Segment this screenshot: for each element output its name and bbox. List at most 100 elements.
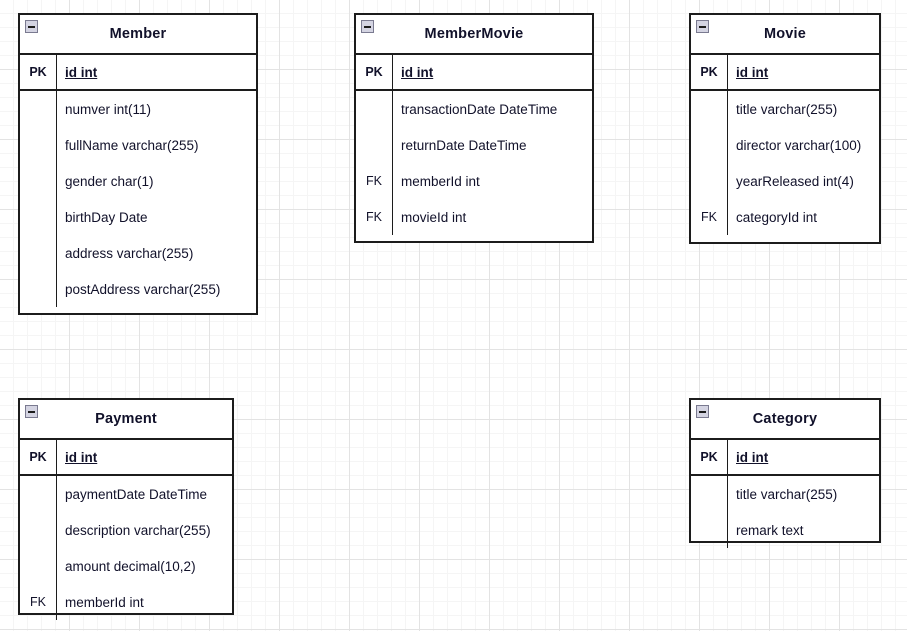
attribute-row[interactable]: FK categoryId int [691, 199, 879, 235]
attribute-row[interactable]: amount decimal(10,2) [20, 548, 232, 584]
attribute-list: paymentDate DateTime description varchar(… [20, 476, 232, 620]
attribute-row[interactable]: numver int(11) [20, 91, 256, 127]
key-label-empty [691, 512, 727, 548]
entity-title-category: Category [752, 411, 818, 427]
attribute-name: title varchar(255) [736, 486, 838, 502]
attribute-name: fullName varchar(255) [65, 137, 199, 153]
column-divider [727, 55, 728, 89]
entity-header-membermovie: MemberMovie [356, 15, 592, 55]
attribute-row[interactable]: yearReleased int(4) [691, 163, 879, 199]
attribute-row[interactable]: address varchar(255) [20, 235, 256, 271]
primary-key-row[interactable]: PK id int [20, 55, 256, 91]
minus-glyph [699, 25, 706, 28]
column-divider [392, 163, 393, 199]
attribute-list: transactionDate DateTime returnDate DateT… [356, 91, 592, 235]
entity-header-movie: Movie [691, 15, 879, 55]
key-label-empty [691, 127, 727, 163]
attribute-row[interactable]: gender char(1) [20, 163, 256, 199]
key-label-pk: PK [700, 450, 718, 464]
key-label-fk: FK [366, 210, 382, 224]
key-label-empty [20, 548, 56, 584]
key-label-pk: PK [365, 65, 383, 79]
entity-header-member: Member [20, 15, 256, 55]
attribute-name: paymentDate DateTime [65, 486, 208, 502]
attribute-row[interactable]: returnDate DateTime [356, 127, 592, 163]
primary-key-row[interactable]: PK id int [356, 55, 592, 91]
attribute-name: address varchar(255) [65, 245, 194, 261]
entity-header-payment: Payment [20, 400, 232, 440]
attribute-name: id int [65, 64, 98, 80]
column-divider [56, 271, 57, 307]
column-divider [56, 199, 57, 235]
attribute-row[interactable]: title varchar(255) [691, 476, 879, 512]
minus-glyph [28, 25, 35, 28]
minus-glyph [364, 25, 371, 28]
attribute-name: birthDay Date [65, 209, 148, 225]
collapse-minus-icon[interactable] [696, 20, 709, 33]
entity-title-membermovie: MemberMovie [424, 26, 524, 42]
column-divider [56, 55, 57, 89]
column-divider [392, 127, 393, 163]
key-label-empty [691, 476, 727, 512]
key-label-fk: FK [701, 210, 717, 224]
column-divider [56, 476, 57, 512]
column-divider [56, 584, 57, 620]
attribute-name: id int [65, 449, 98, 465]
attribute-row[interactable]: FK movieId int [356, 199, 592, 235]
key-label-empty [356, 127, 392, 163]
attribute-name: remark text [736, 522, 804, 538]
column-divider [392, 91, 393, 127]
column-divider [727, 91, 728, 127]
attribute-list: title varchar(255) director varchar(100) y… [691, 91, 879, 235]
attribute-row[interactable]: paymentDate DateTime [20, 476, 232, 512]
entity-header-category: Category [691, 400, 879, 440]
attribute-row[interactable]: birthDay Date [20, 199, 256, 235]
attribute-row[interactable]: title varchar(255) [691, 91, 879, 127]
collapse-minus-icon[interactable] [696, 405, 709, 418]
column-divider [727, 127, 728, 163]
column-divider [56, 440, 57, 474]
column-divider [56, 548, 57, 584]
attribute-row[interactable]: fullName varchar(255) [20, 127, 256, 163]
attribute-list: title varchar(255) remark text [691, 476, 879, 548]
column-divider [392, 55, 393, 89]
collapse-minus-icon[interactable] [361, 20, 374, 33]
key-label-empty [20, 199, 56, 235]
column-divider [56, 512, 57, 548]
key-label-pk: PK [700, 65, 718, 79]
key-label-pk: PK [29, 65, 47, 79]
collapse-minus-icon[interactable] [25, 20, 38, 33]
attribute-name: movieId int [401, 209, 467, 225]
attribute-name: gender char(1) [65, 173, 154, 189]
attribute-name: numver int(11) [65, 101, 152, 117]
attribute-name: yearReleased int(4) [736, 173, 854, 189]
collapse-minus-icon[interactable] [25, 405, 38, 418]
attribute-name: categoryId int [736, 209, 818, 225]
attribute-name: id int [401, 64, 434, 80]
attribute-row[interactable]: transactionDate DateTime [356, 91, 592, 127]
key-label-empty [20, 163, 56, 199]
attribute-name: transactionDate DateTime [401, 101, 558, 117]
attribute-row[interactable]: remark text [691, 512, 879, 548]
column-divider [56, 91, 57, 127]
attribute-name: director varchar(100) [736, 137, 862, 153]
key-label-empty [20, 91, 56, 127]
attribute-row[interactable]: description varchar(255) [20, 512, 232, 548]
minus-glyph [28, 410, 35, 413]
attribute-row[interactable]: postAddress varchar(255) [20, 271, 256, 307]
attribute-name: returnDate DateTime [401, 137, 527, 153]
attribute-name: amount decimal(10,2) [65, 558, 196, 574]
attribute-row[interactable]: director varchar(100) [691, 127, 879, 163]
key-label-empty [691, 91, 727, 127]
key-label-fk: FK [30, 595, 46, 609]
